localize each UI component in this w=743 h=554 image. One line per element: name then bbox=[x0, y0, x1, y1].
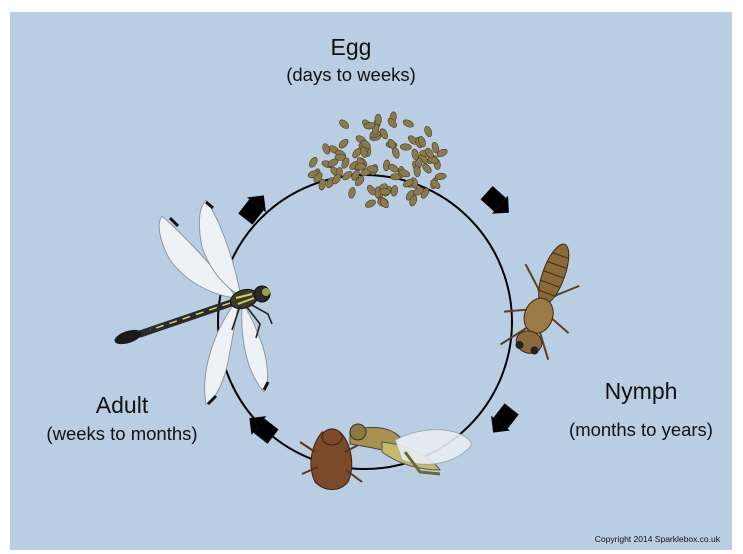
arrow-nymph-to-emergence bbox=[484, 402, 521, 440]
egg bbox=[341, 170, 354, 182]
nymph-stage-name: Nymph bbox=[556, 378, 726, 405]
egg bbox=[421, 162, 433, 175]
egg bbox=[337, 138, 349, 150]
egg bbox=[321, 143, 331, 156]
arrow-emergence-to-adult bbox=[242, 409, 280, 446]
egg bbox=[400, 143, 411, 150]
egg bbox=[423, 125, 433, 138]
egg bbox=[364, 198, 377, 209]
egg bbox=[348, 187, 357, 199]
egg-stage-duration: (days to weeks) bbox=[286, 64, 416, 86]
nymph-icon bbox=[493, 233, 597, 365]
egg bbox=[308, 156, 319, 169]
cycle-diagram bbox=[10, 12, 732, 550]
nymph-stage-duration: (months to years) bbox=[556, 419, 726, 441]
egg-stage: Egg (days to weeks) bbox=[286, 34, 416, 86]
arrow-adult-to-egg bbox=[236, 188, 273, 226]
lifecycle-slide: Egg (days to weeks) Nymph (months to yea… bbox=[10, 12, 732, 550]
adult-stage: Adult (weeks to months) bbox=[32, 392, 212, 445]
egg-stage-name: Egg bbox=[286, 34, 416, 61]
copyright-notice: Copyright 2014 Sparklebox.co.uk bbox=[595, 534, 720, 544]
egg bbox=[338, 118, 351, 130]
adult-dragonfly-icon bbox=[113, 200, 272, 404]
egg bbox=[390, 185, 398, 197]
egg bbox=[435, 173, 447, 181]
egg bbox=[375, 114, 381, 125]
egg-cluster-icon bbox=[307, 111, 448, 209]
emerging-dragonfly-icon bbox=[300, 424, 472, 490]
adult-stage-duration: (weeks to months) bbox=[32, 423, 212, 445]
adult-stage-name: Adult bbox=[32, 392, 212, 419]
nymph-stage: Nymph (months to years) bbox=[556, 378, 726, 441]
arrow-egg-to-nymph bbox=[479, 184, 517, 222]
egg bbox=[386, 117, 398, 130]
egg bbox=[402, 118, 415, 129]
